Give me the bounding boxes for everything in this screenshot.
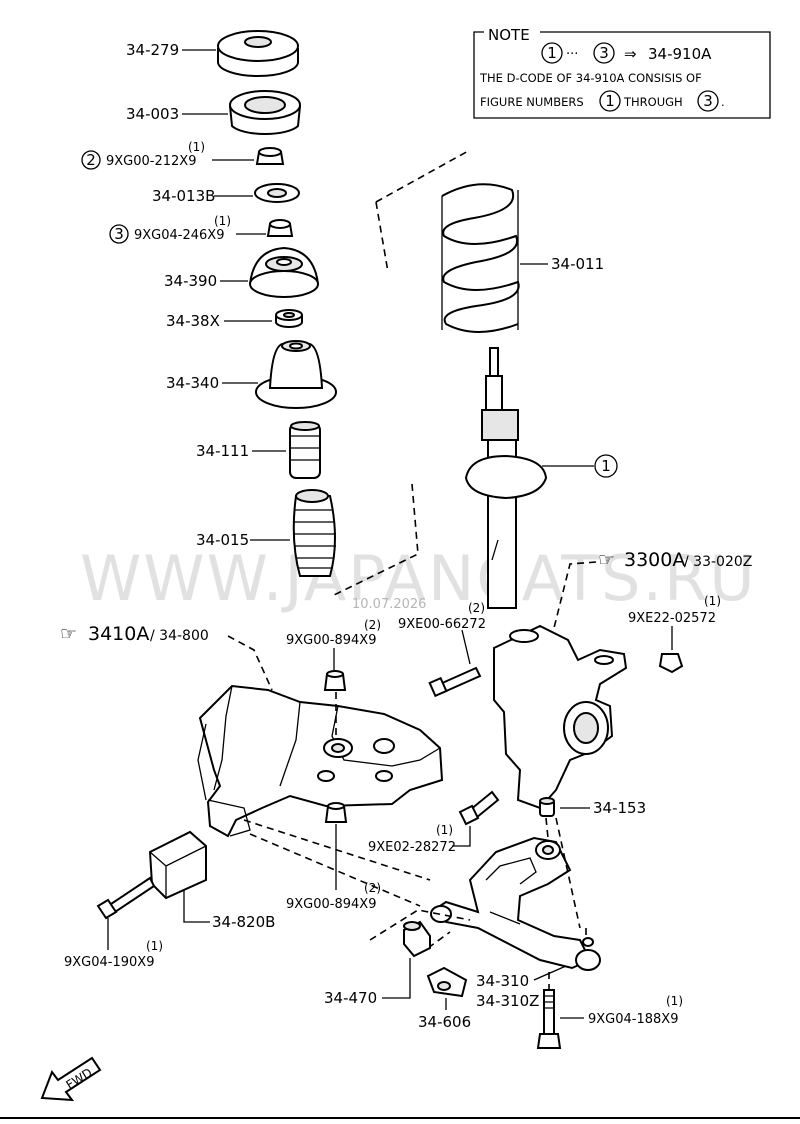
strut-shock-absorber <box>464 347 548 609</box>
circle-1: 1 <box>601 457 611 475</box>
pointer-icon: ☞ <box>60 623 77 645</box>
note-box: NOTE 1 ··· 3 ⇒ 34-910A THE D-CODE OF 34-… <box>473 26 771 119</box>
mount-34-390 <box>249 246 319 298</box>
pointer-icon: ☞ <box>598 549 615 571</box>
qty-9xg00-212x9: (1) <box>188 140 205 154</box>
watermark-date: 10.07.2026 <box>352 597 426 612</box>
qty-9xg00-894x9-bottom: (2) <box>364 881 381 895</box>
strut-seat-34-279 <box>217 30 299 77</box>
ref-3410a: ☞ 3410A / 34-800 <box>60 623 209 645</box>
bracket-34-606 <box>426 966 468 998</box>
stopper-seat-34-340 <box>255 340 337 409</box>
note-line-2: THE D-CODE OF 34-910A CONSISIS OF <box>479 71 702 85</box>
nut-9xg00-894x9-top <box>323 670 347 691</box>
label-34-390: 34-390 <box>164 272 217 290</box>
washer-34-013b <box>254 183 300 203</box>
ref-3300a-main: 3300A <box>624 549 685 571</box>
bushing-34-820b <box>148 830 207 900</box>
qty-9xg04-190x9: (1) <box>146 939 163 953</box>
label-9xg04-188x9: 9XG04-188X9 <box>588 1012 678 1027</box>
dust-boot-34-015 <box>292 489 336 577</box>
bushing-34-470 <box>403 920 431 958</box>
note-line-3-pre: FIGURE NUMBERS <box>480 95 584 109</box>
circle-3: 3 <box>114 225 124 243</box>
bolt-9xe02-28272 <box>458 790 500 826</box>
bushing-34-153 <box>539 797 555 817</box>
watermark-text: WWW.JAPANCATS.RU <box>80 542 757 615</box>
qty-9xe00-66272: (2) <box>468 601 485 615</box>
steering-knuckle <box>493 624 628 810</box>
qty-9xe02-28272: (1) <box>436 823 453 837</box>
bump-stopper-34-111 <box>289 421 321 479</box>
bearing-34-003 <box>229 90 301 136</box>
ref-3410a-sub: / 34-800 <box>150 628 209 644</box>
label-34-013b: 34-013B <box>152 187 215 205</box>
label-34-38x: 34-38X <box>166 312 220 330</box>
label-34-340: 34-340 <box>166 374 219 392</box>
label-9xg04-246x9: 9XG04-246X9 <box>134 228 224 243</box>
note-range-from: 1 <box>547 44 557 62</box>
note-target: 34-910A <box>648 45 712 63</box>
circle-2: 2 <box>86 151 96 169</box>
bolt-9xg04-190x9 <box>96 876 156 920</box>
label-34-153: 34-153 <box>593 799 646 817</box>
lower-arm-34-310 <box>430 836 601 971</box>
label-9xg04-190x9: 9XG04-190X9 <box>64 955 154 970</box>
nut-9xe22-02572 <box>658 653 684 674</box>
label-34-310z: 34-310Z <box>476 992 539 1010</box>
label-9xg00-894x9-top: 9XG00-894X9 <box>286 633 376 648</box>
note-line-3-to: 3 <box>703 92 713 110</box>
bolt-9xg04-188x9 <box>536 989 562 1049</box>
label-9xg00-212x9: 9XG00-212X9 <box>106 154 196 169</box>
note-line-3-end: . <box>721 95 725 109</box>
label-9xg00-894x9-bottom: 9XG00-894X9 <box>286 897 376 912</box>
label-34-310: 34-310 <box>476 972 529 990</box>
label-9xe22-02572: 9XE22-02572 <box>628 611 716 626</box>
label-34-279: 34-279 <box>126 41 179 59</box>
note-line-3-mid: THROUGH <box>623 95 683 109</box>
fwd-arrow-icon: FWD <box>40 1056 102 1102</box>
label-34-820b: 34-820B <box>212 913 275 931</box>
qty-9xg04-188x9: (1) <box>666 994 683 1008</box>
label-34-003: 34-003 <box>126 105 179 123</box>
note-range-sep: ··· <box>566 47 578 62</box>
note-range-to: 3 <box>599 44 609 62</box>
spacer-34-38x <box>275 309 303 328</box>
ref-3300a: ☞ 3300A / 33-020Z <box>598 549 752 571</box>
nut-9xg04-246x9 <box>266 219 294 237</box>
label-34-111: 34-111 <box>196 442 249 460</box>
ref-3300a-sub: / 33-020Z <box>684 554 752 570</box>
nut-9xg00-212x9 <box>255 147 285 165</box>
note-line-3-from: 1 <box>605 92 615 110</box>
label-34-015: 34-015 <box>196 531 249 549</box>
note-title: NOTE <box>488 26 530 44</box>
label-9xe02-28272: 9XE02-28272 <box>368 840 456 855</box>
ref-3410a-main: 3410A <box>88 623 149 645</box>
qty-9xe22-02572: (1) <box>704 594 721 608</box>
qty-9xg00-894x9-top: (2) <box>364 618 381 632</box>
label-34-470: 34-470 <box>324 989 377 1007</box>
nut-9xg00-894x9-bottom <box>324 802 348 823</box>
label-34-606: 34-606 <box>418 1013 471 1031</box>
label-34-011: 34-011 <box>551 255 604 273</box>
bolt-9xe00-66272 <box>428 666 482 698</box>
label-9xe00-66272: 9XE00-66272 <box>398 617 486 632</box>
qty-9xg04-246x9: (1) <box>214 214 231 228</box>
note-arrow: ⇒ <box>624 45 637 63</box>
coil-spring-34-011 <box>441 183 520 333</box>
crossmember-3410a <box>197 684 444 838</box>
